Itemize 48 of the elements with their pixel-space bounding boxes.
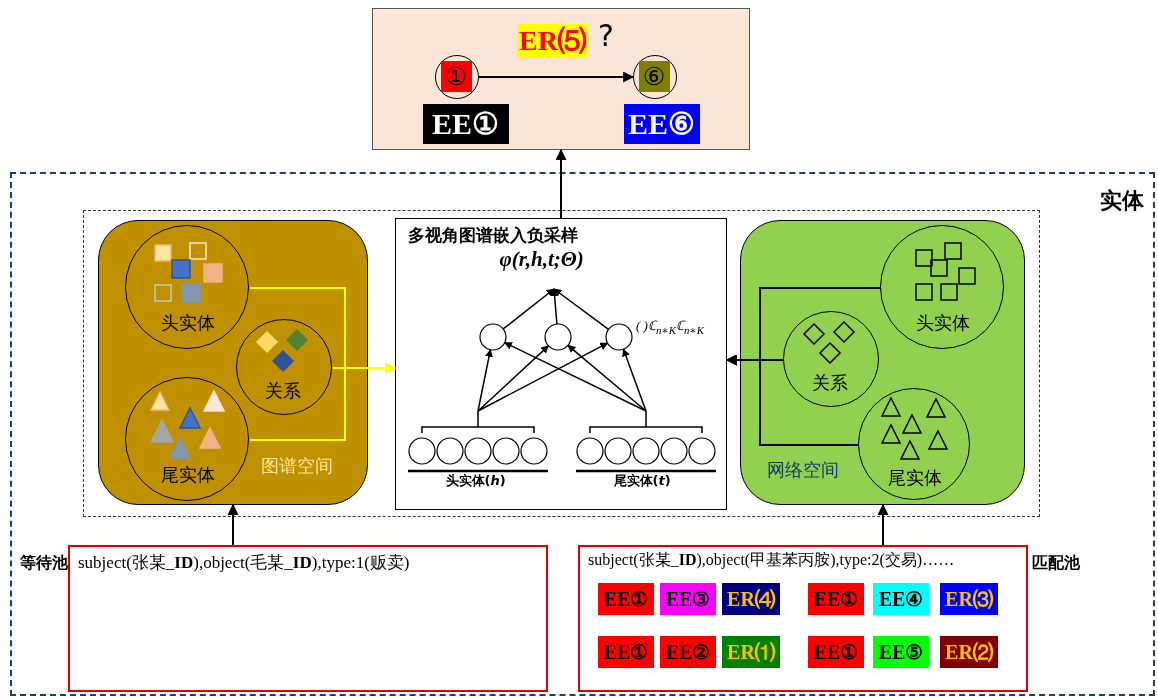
triple-text: subject(张某_ID),object(毛某_ID),type:1(贩卖)	[78, 553, 410, 574]
entity-label: 头实体	[916, 312, 970, 334]
formula-text: ( )ℂ$_{n∗K}$ℂ$_{n∗K}$	[636, 318, 704, 337]
layer-caption: 头实体(h)	[445, 472, 506, 489]
entity-badge: EE②	[660, 636, 716, 668]
layer-caption: 尾实体(t)	[613, 472, 671, 489]
score-function: φ(r,h,t;Θ)	[499, 246, 584, 272]
relation-badge: ER⑴	[722, 636, 780, 668]
entity-badge: EE④	[873, 583, 929, 615]
network-space-panel	[739, 219, 1025, 505]
space-label: 图谱空间	[260, 454, 333, 477]
region-title: 实体	[1100, 188, 1144, 215]
entity-badge: EE①	[808, 636, 864, 668]
entity-badge: EE③	[660, 583, 716, 615]
entity-badge: EE①	[808, 583, 864, 615]
entity-badge: EE①	[598, 583, 654, 615]
triple-text: subject(张某_ID),object(甲基苯丙胺),type:2(交易)……	[588, 550, 955, 570]
edge-label: ER⑸	[517, 24, 588, 58]
entity-label: 尾实体	[161, 464, 215, 486]
circle-number: ①	[440, 60, 472, 92]
arrow	[725, 354, 860, 446]
relation-badge: ER⑵	[940, 636, 998, 668]
dashed-frame	[83, 210, 1040, 517]
entity-label: 尾实体	[888, 467, 942, 489]
arrow	[478, 71, 635, 83]
relation-badge: ER⑷	[722, 583, 780, 615]
pool-label: 等待池	[20, 553, 68, 573]
relation-badge: ER⑶	[940, 583, 998, 615]
arrow	[877, 503, 889, 546]
entity-badge: EE①	[422, 103, 509, 144]
relation-label: 关系	[812, 372, 848, 394]
arrow	[227, 503, 239, 546]
arrow	[249, 362, 397, 441]
entity-badge: EE⑥	[623, 103, 700, 144]
relation-label: 关系	[265, 380, 301, 402]
question-mark: ?	[598, 18, 614, 54]
space-label: 网络空间	[766, 458, 839, 481]
embedding-box	[394, 217, 727, 510]
entity-label: 头实体	[161, 312, 215, 334]
entity-badge: EE⑤	[873, 636, 929, 668]
box-title: 多视角图谱嵌入负采样	[407, 224, 578, 245]
result-panel	[372, 8, 750, 150]
graph-space-panel	[97, 219, 368, 505]
arrow	[555, 148, 567, 219]
pool-label: 匹配池	[1032, 553, 1080, 573]
circle-number: ⑥	[638, 60, 670, 92]
entity-region	[10, 172, 1155, 696]
entity-badge: EE①	[598, 636, 654, 668]
